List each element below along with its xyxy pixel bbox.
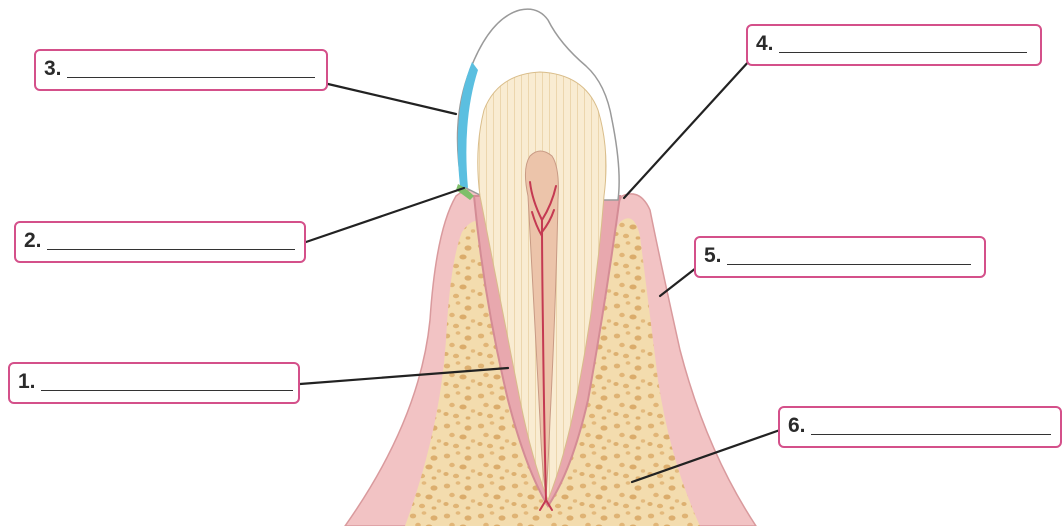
label-blank-line-2 xyxy=(47,249,295,250)
label-number-6: 6. xyxy=(788,414,806,438)
leader-line-4 xyxy=(624,60,750,198)
label-blank-line-3 xyxy=(67,77,315,78)
leader-line-2 xyxy=(306,188,464,242)
label-box-4[interactable]: 4. xyxy=(746,24,1042,66)
label-box-5[interactable]: 5. xyxy=(694,236,986,278)
label-number-1: 1. xyxy=(18,370,36,394)
label-box-1[interactable]: 1. xyxy=(8,362,300,404)
leader-line-3 xyxy=(328,84,456,114)
label-blank-line-4 xyxy=(779,52,1027,53)
label-box-2[interactable]: 2. xyxy=(14,221,306,263)
label-blank-line-6 xyxy=(811,434,1051,435)
label-box-3[interactable]: 3. xyxy=(34,49,328,91)
label-number-3: 3. xyxy=(44,57,62,81)
label-number-4: 4. xyxy=(756,32,774,56)
label-number-5: 5. xyxy=(704,244,722,268)
label-box-6[interactable]: 6. xyxy=(778,406,1062,448)
label-blank-line-5 xyxy=(727,264,971,265)
label-blank-line-1 xyxy=(41,390,293,391)
label-number-2: 2. xyxy=(24,229,42,253)
